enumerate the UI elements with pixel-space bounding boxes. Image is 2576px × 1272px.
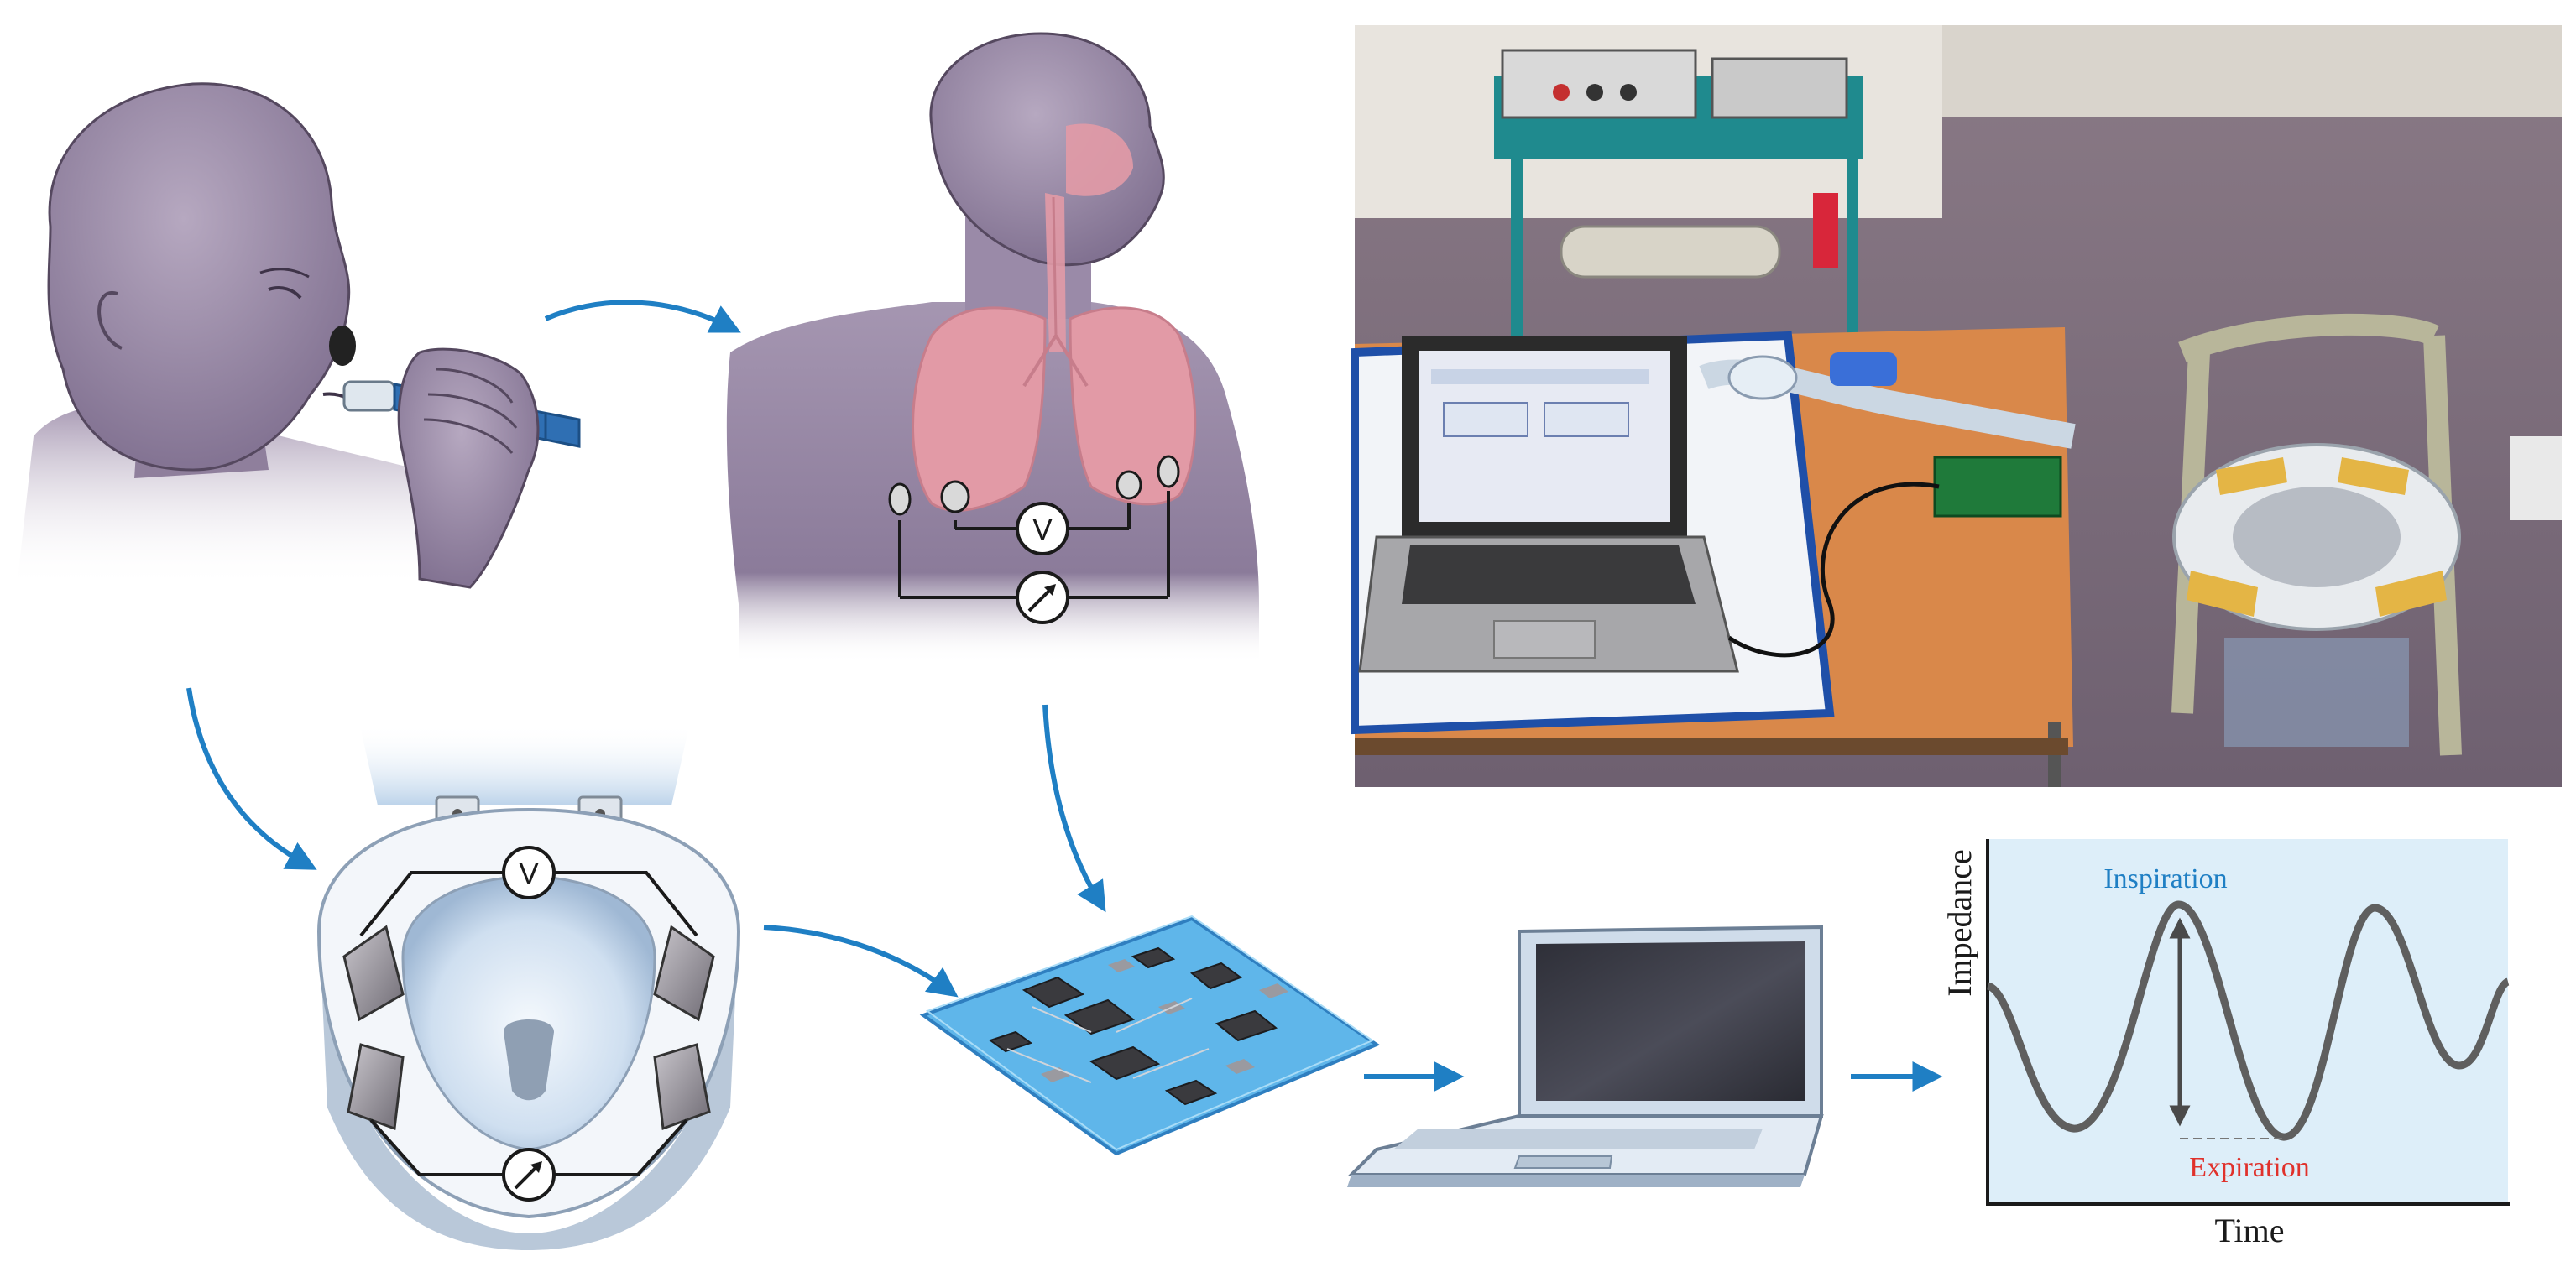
inspiration-label: Inspiration (2103, 863, 2227, 894)
svg-text:V: V (1032, 512, 1053, 546)
arrow-toilet-to-board (763, 925, 959, 998)
x-axis-label: Time (2214, 1212, 2284, 1249)
arrow-subject-to-torso (544, 300, 741, 333)
flow-arrows (186, 300, 1943, 1092)
current-source-symbol (1016, 571, 1069, 624)
current-source-symbol (502, 1148, 556, 1202)
toilet-seat-illustration: V (316, 723, 741, 1250)
impedance-waveform (1986, 900, 2511, 1141)
torso-electrodes-illustration: V (726, 32, 1259, 663)
laptop-illustration (1347, 925, 1824, 1187)
voltmeter-symbol: V (1016, 502, 1069, 555)
arrow-torso-to-board (1042, 704, 1106, 913)
arrow-subject-to-toilet (186, 687, 317, 870)
expiration-label: Expiration (2189, 1152, 2310, 1183)
lab-setup-photo (1351, 25, 2562, 787)
impedance-plot: Impedance Time Inspiration Expiration (1941, 839, 2511, 1249)
subject-spirometer-illustration (17, 82, 581, 589)
circuit-board-illustration (919, 915, 1381, 1156)
voltmeter-symbol: V (502, 846, 556, 899)
svg-text:V: V (519, 856, 539, 890)
y-axis-label: Impedance (1941, 849, 1978, 996)
plot-background (1988, 839, 2508, 1204)
